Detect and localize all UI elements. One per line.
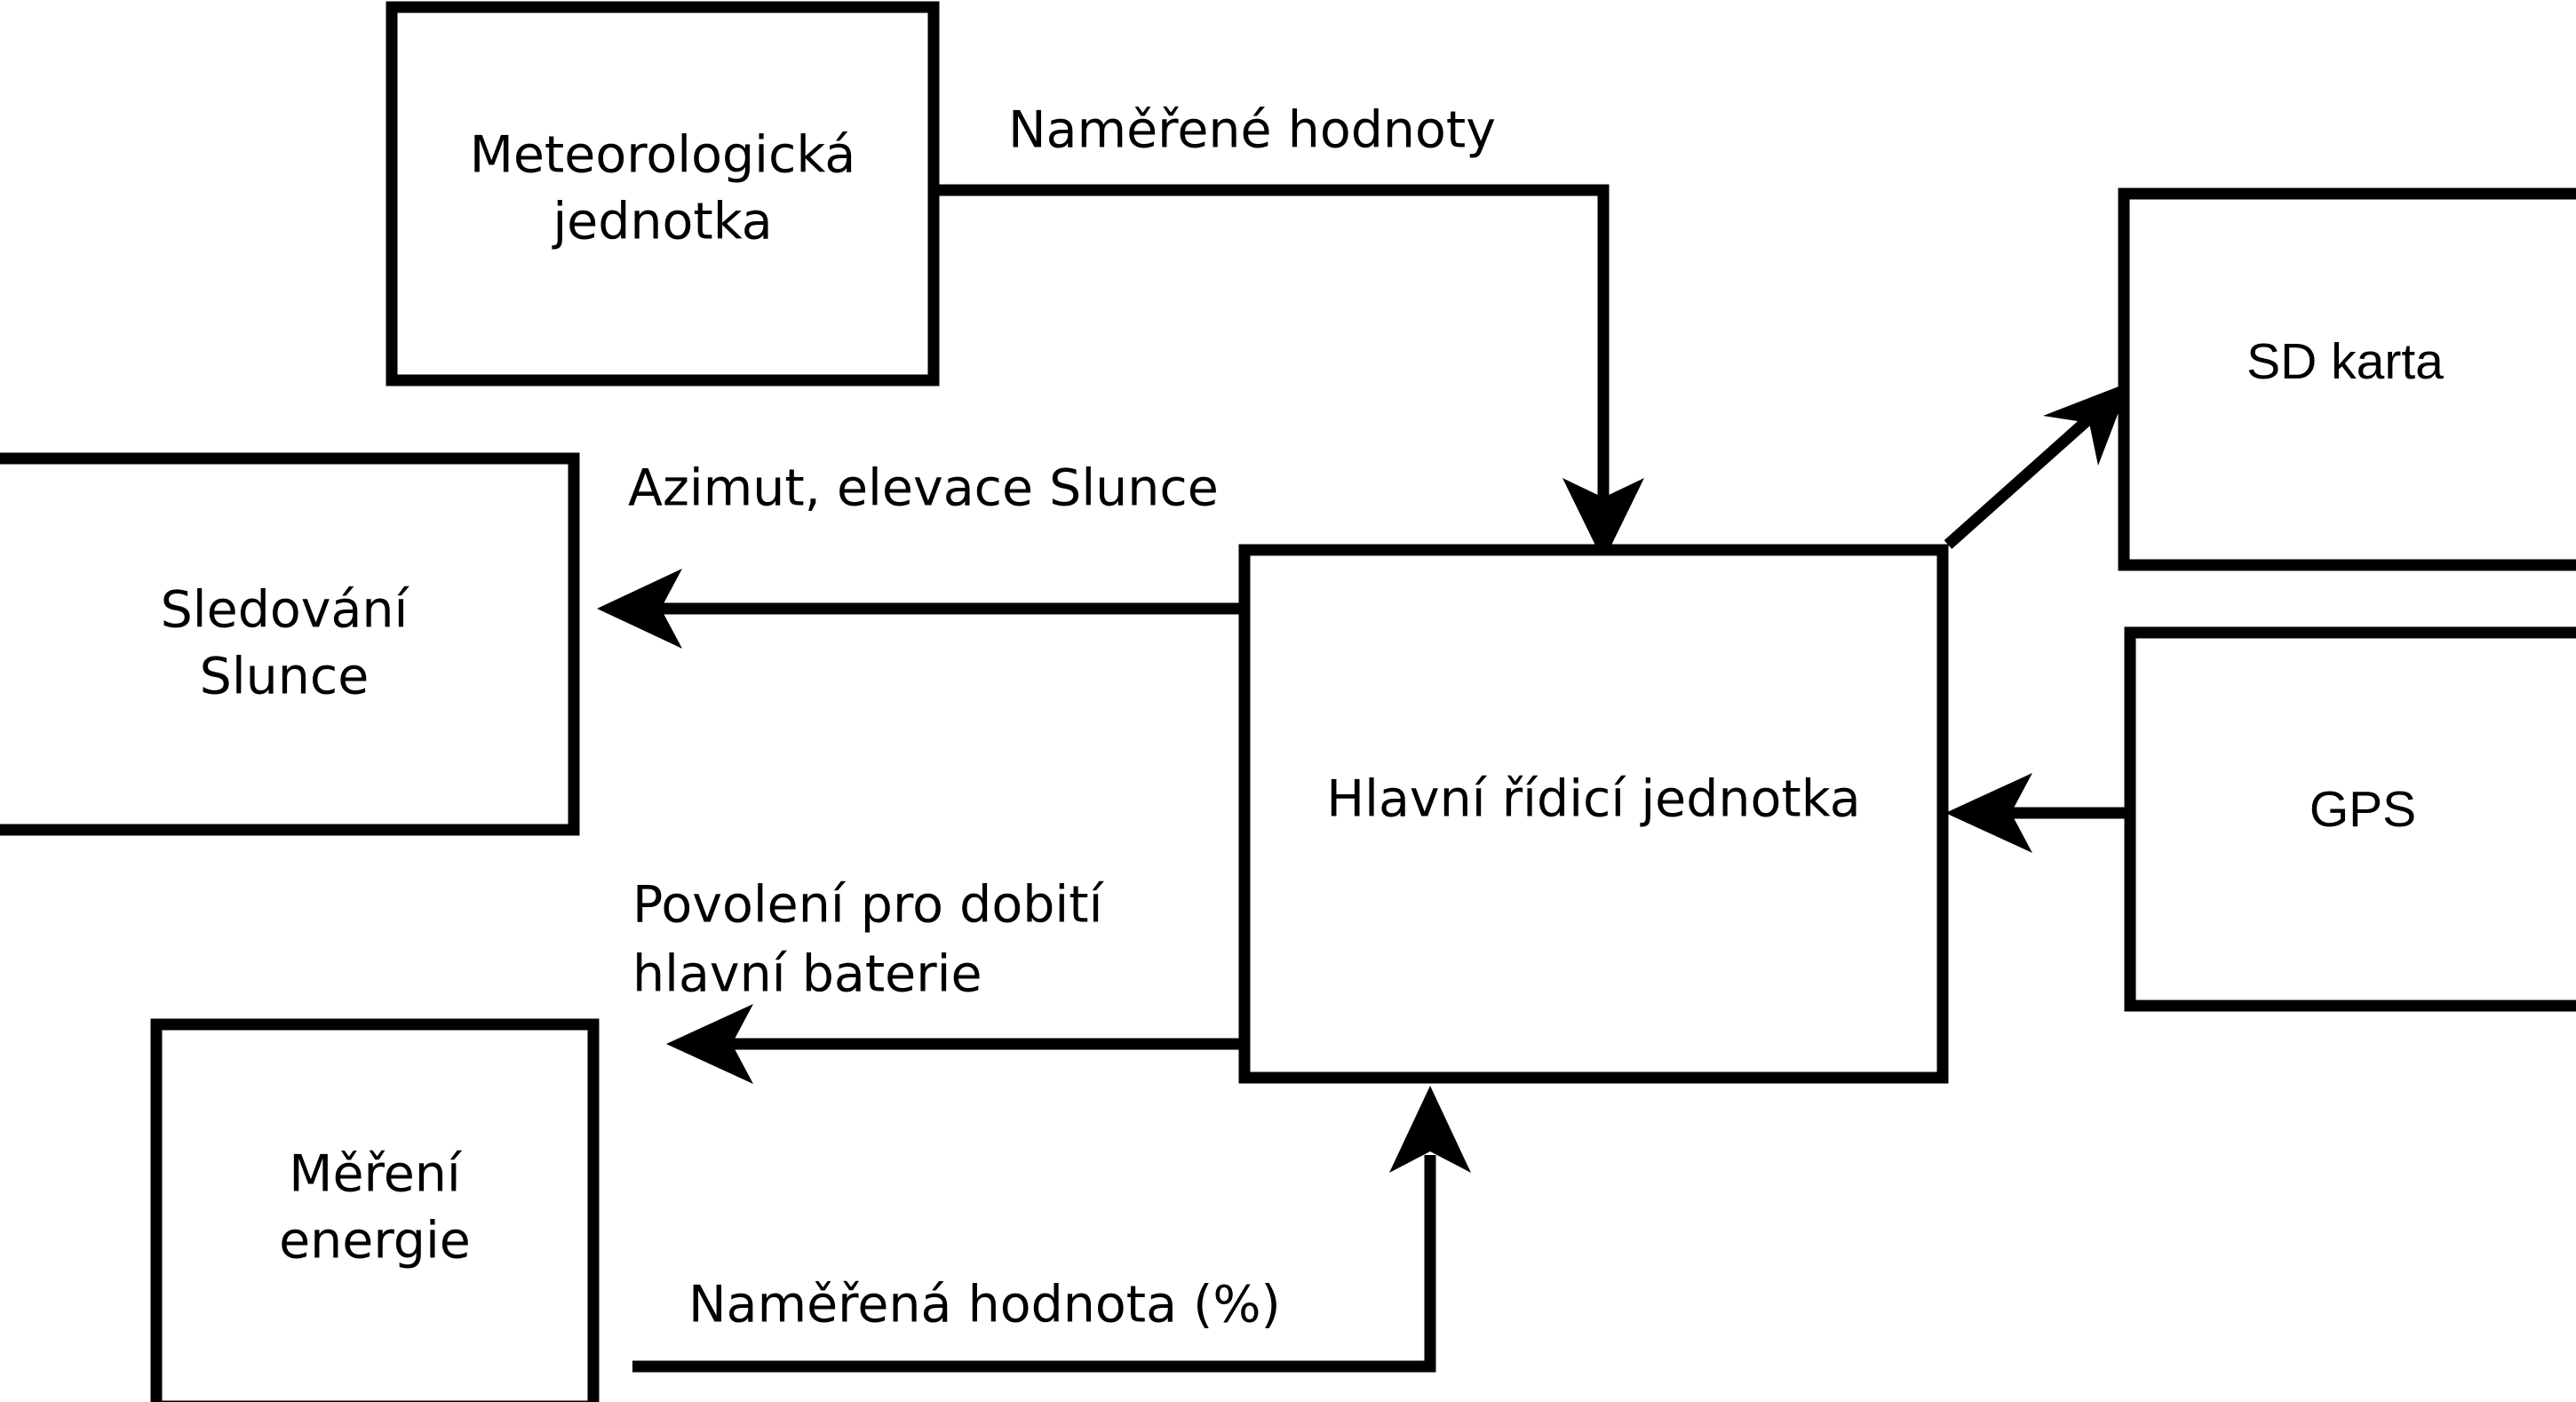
edge-main-to-sd-card-path: [1944, 416, 2092, 549]
edge-meteo-to-main: [939, 184, 1644, 562]
node-sd-card[interactable]: SD karta: [2118, 187, 2576, 571]
node-meteo-label-line1: Meteorologická: [470, 126, 856, 185]
node-meteo[interactable]: Meteorologická jednotka: [386, 1, 940, 386]
edge-main-to-sun-tracking: [597, 569, 1239, 649]
edge-label-namerene-hodnoty: Naměřené hodnoty: [1008, 101, 1496, 160]
node-meteo-label-line2: jednotka: [551, 193, 772, 251]
edge-energy-to-main-path: [632, 1155, 1436, 1373]
edge-gps-to-main: [1945, 773, 2125, 853]
node-energy-measurement-label-line2: energie: [279, 1212, 471, 1271]
edge-main-to-energy-arrowhead: [666, 1004, 753, 1084]
node-gps-label: GPS: [2310, 781, 2416, 838]
node-energy-measurement[interactable]: Měření energie: [150, 1018, 600, 1402]
edge-energy-to-main-arrowhead: [1389, 1086, 1471, 1173]
node-sun-tracking-label-line2: Slunce: [200, 648, 370, 706]
node-meteo-box[interactable]: [386, 1, 940, 386]
node-main-control[interactable]: Hlavní řídicí jednotka: [1238, 544, 1949, 1084]
edge-energy-to-main: [632, 1086, 1471, 1373]
node-sd-card-label: SD karta: [2246, 333, 2444, 390]
node-main-control-box[interactable]: [1238, 544, 1949, 1084]
edge-gps-to-main-arrowhead: [1945, 773, 2032, 853]
edge-label-povoleni-line2: hlavní baterie: [632, 945, 982, 1004]
edge-main-to-sd-card: [1944, 382, 2130, 549]
edge-label-namerena-hodnota: Naměřená hodnota (%): [688, 1276, 1281, 1334]
edge-label-azimut-elevace: Azimut, elevace Slunce: [628, 459, 1219, 518]
node-sun-tracking[interactable]: Sledování Slunce: [0, 452, 580, 836]
node-sun-tracking-box[interactable]: [0, 452, 580, 836]
edge-main-to-sd-card-arrowhead: [2043, 382, 2130, 466]
node-energy-measurement-label-line1: Měření: [289, 1145, 463, 1204]
node-main-control-label: Hlavní řídicí jednotka: [1326, 770, 1860, 829]
node-energy-measurement-box[interactable]: [150, 1018, 600, 1402]
node-gps-box[interactable]: [2124, 626, 2576, 1012]
edge-meteo-to-main-arrowhead: [1562, 478, 1644, 562]
edge-label-povoleni-line1: Povolení pro dobití: [632, 876, 1105, 935]
edge-meteo-to-main-path: [939, 184, 1610, 502]
node-sd-card-box[interactable]: [2118, 187, 2576, 571]
edge-main-to-sun-tracking-arrowhead: [597, 569, 682, 649]
node-sun-tracking-label-line1: Sledování: [161, 581, 410, 640]
node-gps[interactable]: GPS: [2124, 626, 2576, 1012]
edge-main-to-energy: [666, 1004, 1239, 1084]
